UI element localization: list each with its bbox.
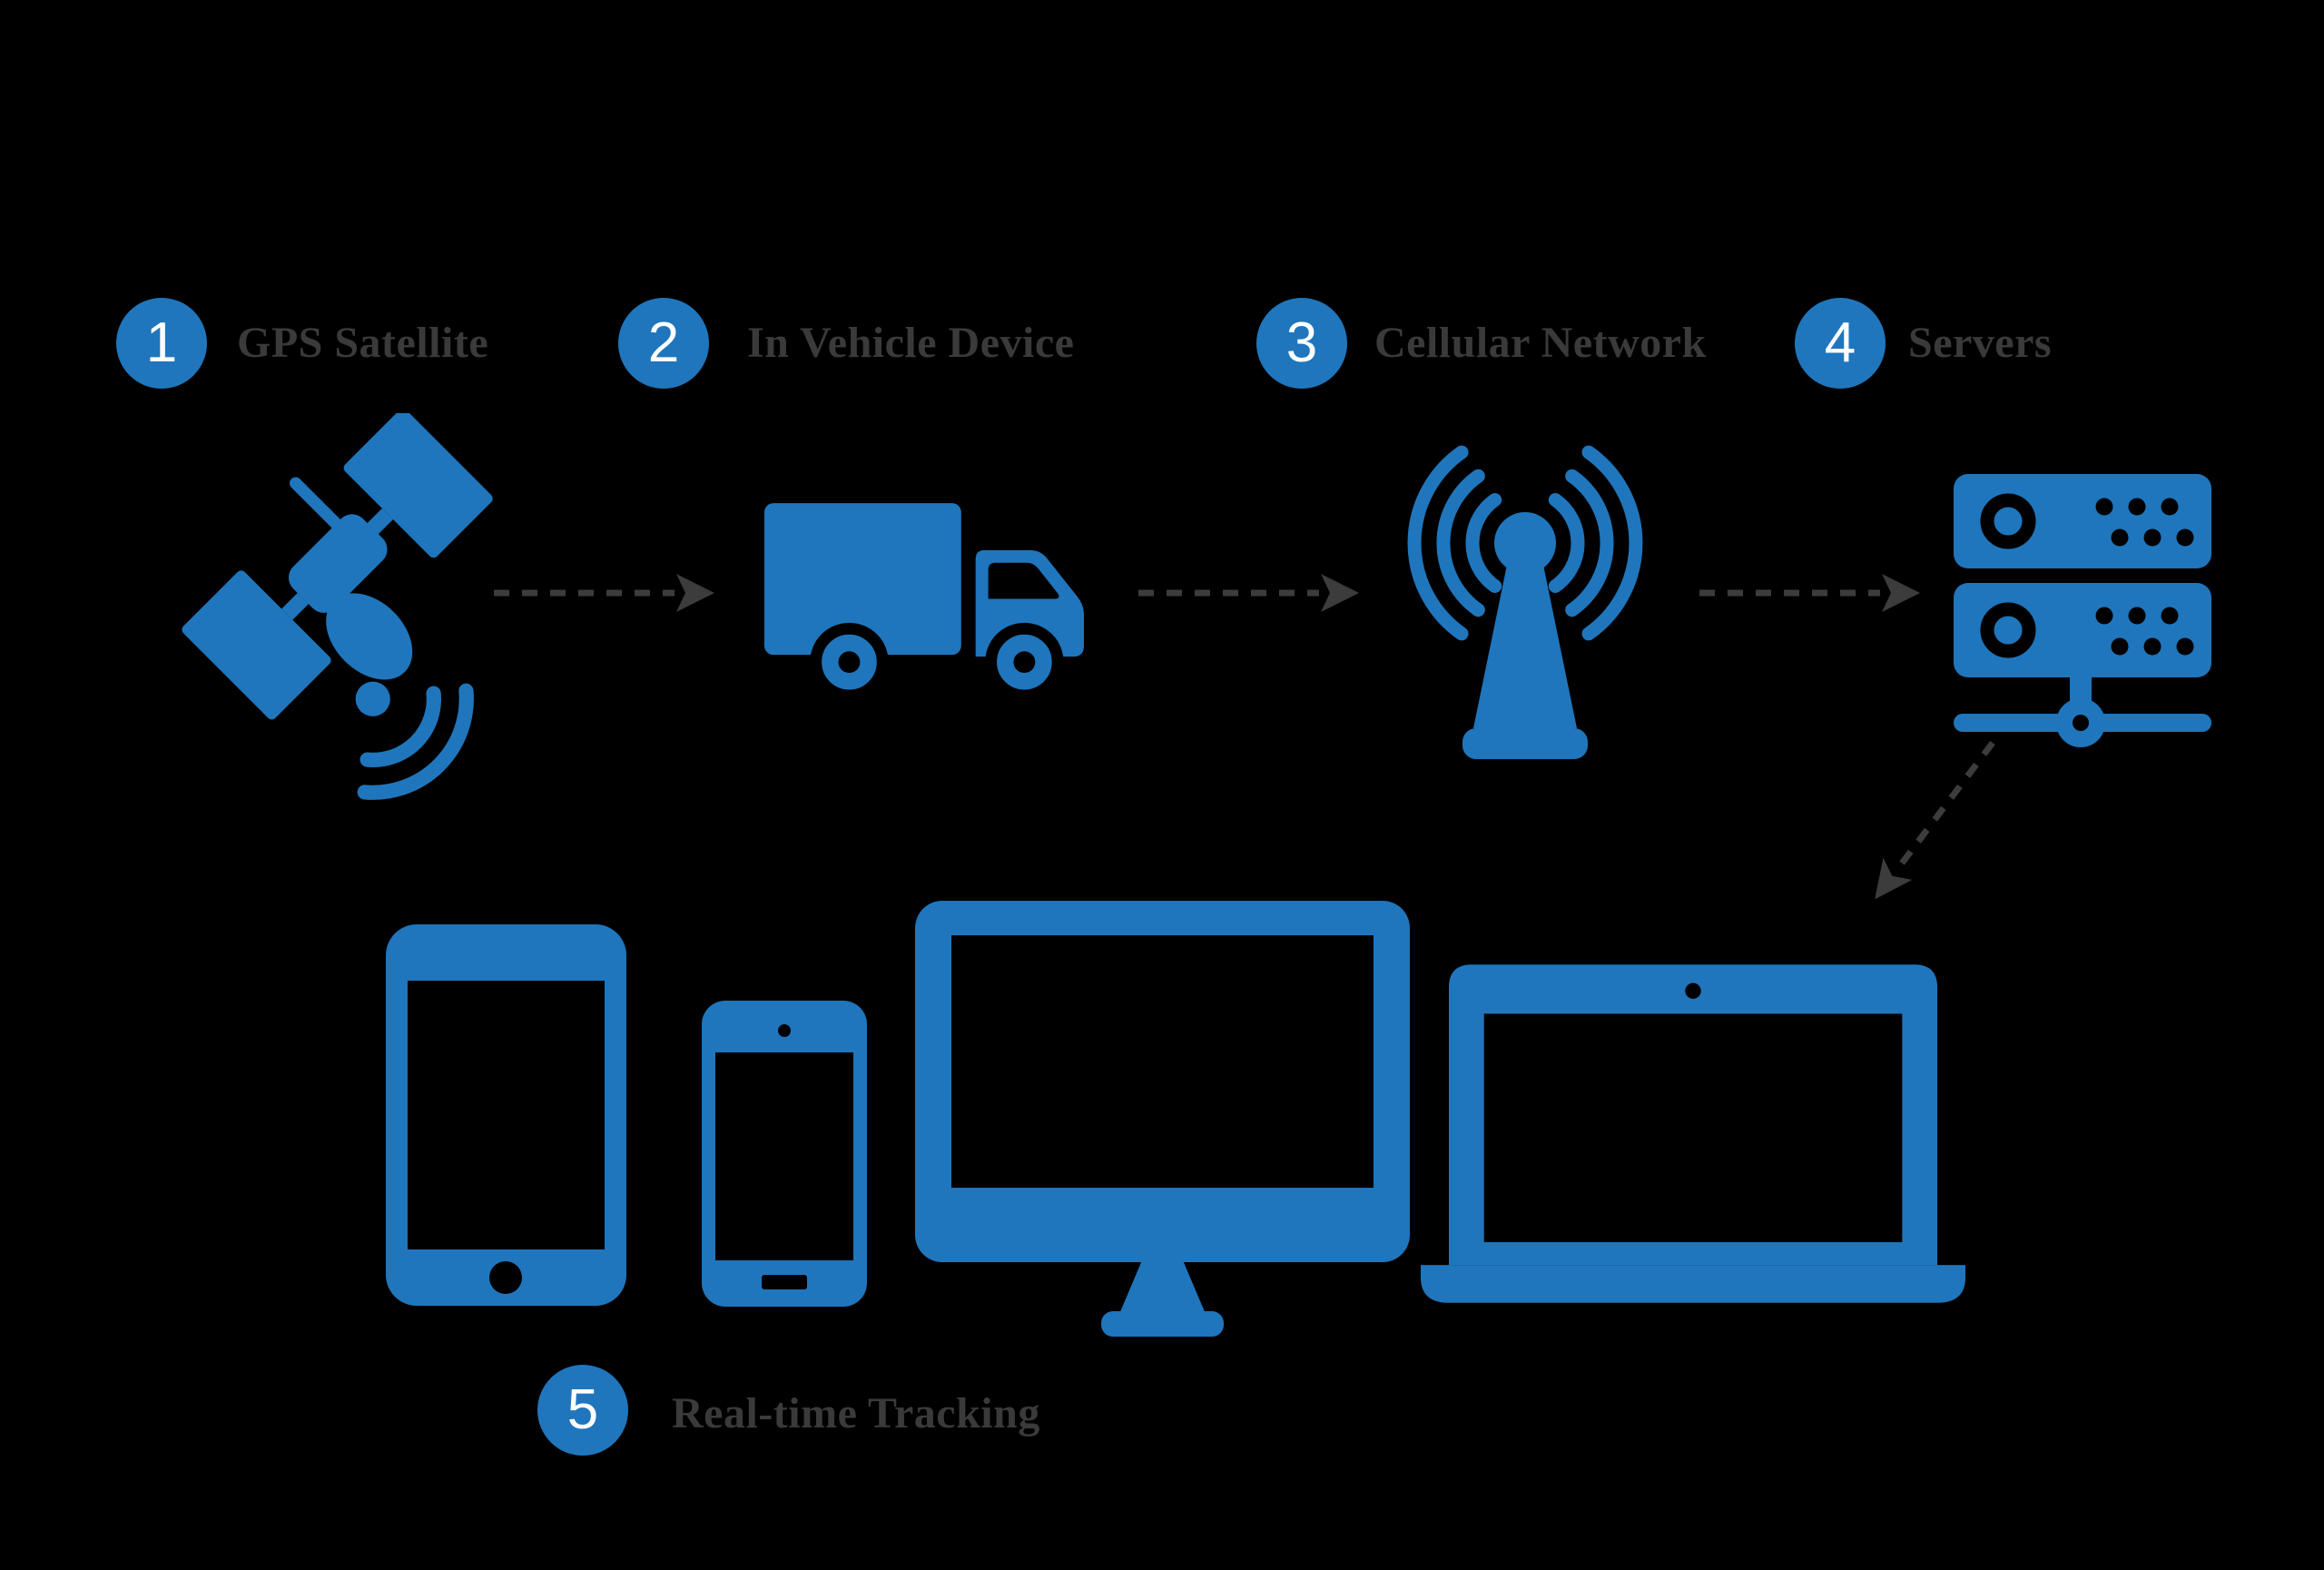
arrowhead-icon: [1321, 574, 1359, 612]
signal-arc: [359, 686, 441, 767]
signal-arc-right: [1565, 469, 1614, 617]
satellite-body: [288, 514, 388, 613]
monitor-screen: [951, 935, 1374, 1188]
arrow-satellite-to-vehicle: [494, 574, 714, 612]
step-4-label: Servers: [1908, 319, 2053, 367]
step-4-number: 4: [1824, 311, 1856, 374]
step-3-number: 3: [1285, 311, 1318, 374]
cab-window: [988, 562, 1059, 599]
dish: [326, 593, 413, 680]
arrow-network-to-servers: [1699, 574, 1920, 612]
tablet-screen: [408, 981, 605, 1249]
solar-panel-top: [343, 413, 493, 558]
tower-base: [1462, 728, 1588, 759]
step-5-label: Real-time Tracking: [672, 1389, 1040, 1437]
step-1-number: 1: [145, 311, 178, 374]
delivery-truck-icon: [763, 503, 1085, 702]
arrowhead-icon: [1875, 857, 1913, 900]
solar-panel-bottom: [182, 570, 331, 720]
step-3-label: Cellular Network: [1374, 319, 1707, 367]
signal-arc-left: [1465, 493, 1502, 593]
laptop-screen: [1483, 1013, 1903, 1243]
step-1-badge: 1: [116, 298, 207, 389]
step-5-number: 5: [566, 1378, 599, 1441]
step-2-badge: 2: [618, 298, 709, 389]
desktop-monitor-icon: [915, 901, 1410, 1337]
signal-arc-right: [1581, 445, 1643, 641]
tower-mast: [1473, 565, 1577, 728]
monitor-stand-base: [1101, 1311, 1224, 1337]
step-5-badge: 5: [537, 1365, 628, 1456]
step-1-label: GPS Satellite: [237, 319, 489, 367]
step-2-label: In Vehicle Device: [747, 319, 1075, 367]
gps-satellite-icon: [182, 413, 493, 800]
laptop-icon: [1421, 964, 1965, 1303]
monitor-stand: [1119, 1260, 1206, 1314]
signal-arc-right: [1548, 493, 1585, 593]
arrow-servers-to-devices: [1875, 740, 1995, 900]
phone-home-button: [762, 1275, 807, 1289]
step-2-number: 2: [647, 311, 680, 374]
arrowhead-icon: [1882, 574, 1920, 612]
antenna-head: [1494, 512, 1556, 574]
home-button: [489, 1261, 522, 1294]
antenna: [290, 477, 344, 531]
arrow-vehicle-to-network: [1138, 574, 1359, 612]
server-rack-icon: [1954, 474, 2211, 747]
step-4-badge: 4: [1795, 298, 1886, 389]
step-3-badge: 3: [1256, 298, 1347, 389]
signal-arc-left: [1436, 469, 1485, 617]
phone-screen: [715, 1052, 853, 1260]
cargo-box: [763, 503, 961, 656]
laptop-camera: [1685, 982, 1701, 999]
tablet-icon: [386, 924, 626, 1306]
smartphone-icon: [702, 1001, 867, 1307]
arrowhead-icon: [676, 574, 714, 612]
cell-tower-icon: [1407, 445, 1643, 759]
phone-camera: [778, 1024, 791, 1037]
signal-arc: [357, 683, 474, 800]
drive-ring: [1980, 602, 2036, 658]
drive-ring: [1980, 493, 2036, 549]
signal-arc-left: [1407, 445, 1469, 641]
laptop-base: [1421, 1265, 1965, 1303]
